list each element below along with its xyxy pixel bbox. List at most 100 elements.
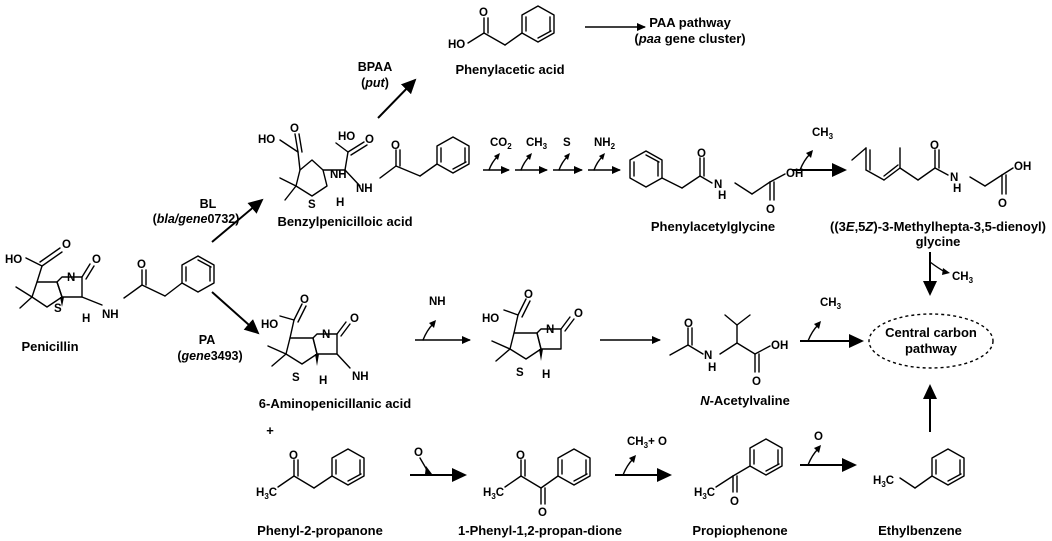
av-n: N xyxy=(704,350,712,362)
central-carbon-label-line2: pathway xyxy=(905,341,958,356)
ethylbenzene-label: Ethylbenzene xyxy=(878,523,962,538)
central-carbon-pathway-ellipse xyxy=(868,313,994,369)
byproduct-nh2: NH2 xyxy=(594,137,616,151)
int-o-lactam: O xyxy=(574,308,583,320)
pag-o-1: O xyxy=(697,148,706,160)
phenylacetylglycine-structure: O N H OH O xyxy=(629,148,803,216)
enzyme-bl-gene: (bla/gene0732) xyxy=(153,212,240,226)
phenyl-2-propanone-structure: O H3C xyxy=(256,448,365,501)
pag-o-2: O xyxy=(766,204,775,216)
mhg-o-1: O xyxy=(930,140,939,152)
int-ho: HO xyxy=(482,313,499,325)
penicillin-o-acid: O xyxy=(62,239,71,251)
enzyme-pa-gene: (gene3493) xyxy=(177,349,242,363)
enzyme-pa-name: PA xyxy=(199,333,215,347)
phenylpropandione-label: 1-Phenyl-1,2-propan-dione xyxy=(458,523,622,538)
paa-ho: HO xyxy=(448,39,465,51)
bpa-ho-1: HO xyxy=(258,134,275,146)
penicillin-h: H xyxy=(82,313,90,325)
arrow-penicillin-to-apa xyxy=(211,291,260,335)
int-o-acid: O xyxy=(524,289,533,301)
byproduct-nh: NH xyxy=(429,296,446,308)
benzylpenicilloic-acid-label: Benzylpenicilloic acid xyxy=(277,214,412,229)
pp-o: O xyxy=(730,496,739,508)
pag-n: N xyxy=(714,179,722,191)
n-acetylvaline-structure: O N H OH O xyxy=(669,314,788,388)
enzyme-bpaa-name: BPAA xyxy=(358,60,393,74)
bpa-o-2: O xyxy=(365,134,374,146)
byproduct-o: O xyxy=(814,431,823,443)
mhg-n: N xyxy=(950,172,958,184)
penicillin-n: N xyxy=(67,272,75,284)
paa-o: O xyxy=(479,7,488,19)
byproduct-s: S xyxy=(563,137,571,149)
av-o-1: O xyxy=(684,318,693,330)
methylhepta-dienoyl-glycine-label-line1: ((3E,5Z)-3-Methylhepta-3,5-dienoyl) xyxy=(830,219,1046,234)
phenylacetic-acid-label: Phenylacetic acid xyxy=(455,62,564,77)
phenylacetic-acid-structure: HO O xyxy=(448,5,555,51)
bpa-o-amide: O xyxy=(391,140,400,152)
penicillin-ho: HO xyxy=(5,254,22,266)
eb-h3c: H3C xyxy=(873,475,894,489)
apa-o-acid: O xyxy=(300,294,309,306)
pp-h3c: H3C xyxy=(694,487,715,501)
penicillin-s: S xyxy=(54,303,62,315)
av-oh: OH xyxy=(771,340,788,352)
reactant-o-1: O xyxy=(414,447,423,459)
mhg-h: H xyxy=(953,183,961,195)
byproduct-ch3-valine: CH3 xyxy=(820,297,842,311)
sequential-elimination-steps: CO2 CH3 S NH2 xyxy=(483,137,621,174)
byproduct-co2: CO2 xyxy=(490,137,512,151)
byproduct-ch3-demethylation: CH3 xyxy=(952,271,974,285)
propiophenone-label: Propiophenone xyxy=(692,523,787,538)
bpa-nh: NH xyxy=(330,169,347,181)
av-o-2: O xyxy=(752,376,761,388)
ppd-h3c: H3C xyxy=(483,487,504,501)
phenyl-2-propanone-label: Phenyl-2-propanone xyxy=(257,523,383,538)
penicillin-nh: NH xyxy=(102,309,119,321)
byproduct-ch3: CH3 xyxy=(526,137,548,151)
bpa-h: H xyxy=(336,197,344,209)
6-aminopenicillanic-acid-label: 6-Aminopenicillanic acid xyxy=(259,396,411,411)
phenylpropandione-structure: O O H3C xyxy=(483,448,591,519)
int-h: H xyxy=(542,369,550,381)
phenylacetylglycine-label: Phenylacetylglycine xyxy=(651,219,775,234)
benzylpenicilloic-acid-structure: HO O NH S HO O H NH O xyxy=(258,123,470,211)
apa-s: S xyxy=(292,372,300,384)
apa-nh: NH xyxy=(352,371,369,383)
bpa-ho-2: HO xyxy=(338,131,355,143)
penicillin-structure: HO O N S O H NH O xyxy=(5,239,215,325)
methylhepta-dienoyl-glycine-structure: O N H OH O xyxy=(851,140,1031,210)
methylhepta-dienoyl-glycine-label-line2: glycine xyxy=(916,234,961,249)
plus-sign: + xyxy=(266,423,274,438)
enzyme-bl-name: BL xyxy=(200,197,217,211)
apa-h: H xyxy=(319,375,327,387)
apa-o-lactam: O xyxy=(350,313,359,325)
mhg-oh: OH xyxy=(1014,161,1031,173)
byproduct-ch3-o: CH3+ O xyxy=(627,436,667,450)
p2p-o: O xyxy=(289,450,298,462)
penicillin-o-amide: O xyxy=(137,259,146,271)
bpa-s: S xyxy=(308,199,316,211)
arrow-bpa-to-phenylacetic xyxy=(377,78,417,119)
ethylbenzene-structure: H3C xyxy=(873,448,965,489)
int-s: S xyxy=(516,367,524,379)
propiophenone-structure: O H3C xyxy=(694,438,783,508)
apa-n: N xyxy=(322,329,330,341)
pag-h: H xyxy=(718,190,726,202)
central-carbon-label-line1: Central carbon xyxy=(885,325,977,340)
p2p-h3c: H3C xyxy=(256,487,277,501)
ppd-o-2: O xyxy=(538,507,547,519)
av-h: H xyxy=(708,362,716,374)
6-aminopenicillanic-acid-structure: HO O N S O H NH xyxy=(261,294,369,387)
apa-ho: HO xyxy=(261,319,278,331)
bpa-o-1: O xyxy=(290,123,299,135)
n-acetylvaline-label: N-Acetylvaline xyxy=(700,393,790,408)
bpa-nh-amide: NH xyxy=(356,183,373,195)
int-n: N xyxy=(546,324,554,336)
penicillin-o-lactam: O xyxy=(92,254,101,266)
penicillin-label: Penicillin xyxy=(21,339,78,354)
mhg-o-2: O xyxy=(998,198,1007,210)
bicyclic-lactam-intermediate-structure: HO O N S O H xyxy=(482,289,583,381)
